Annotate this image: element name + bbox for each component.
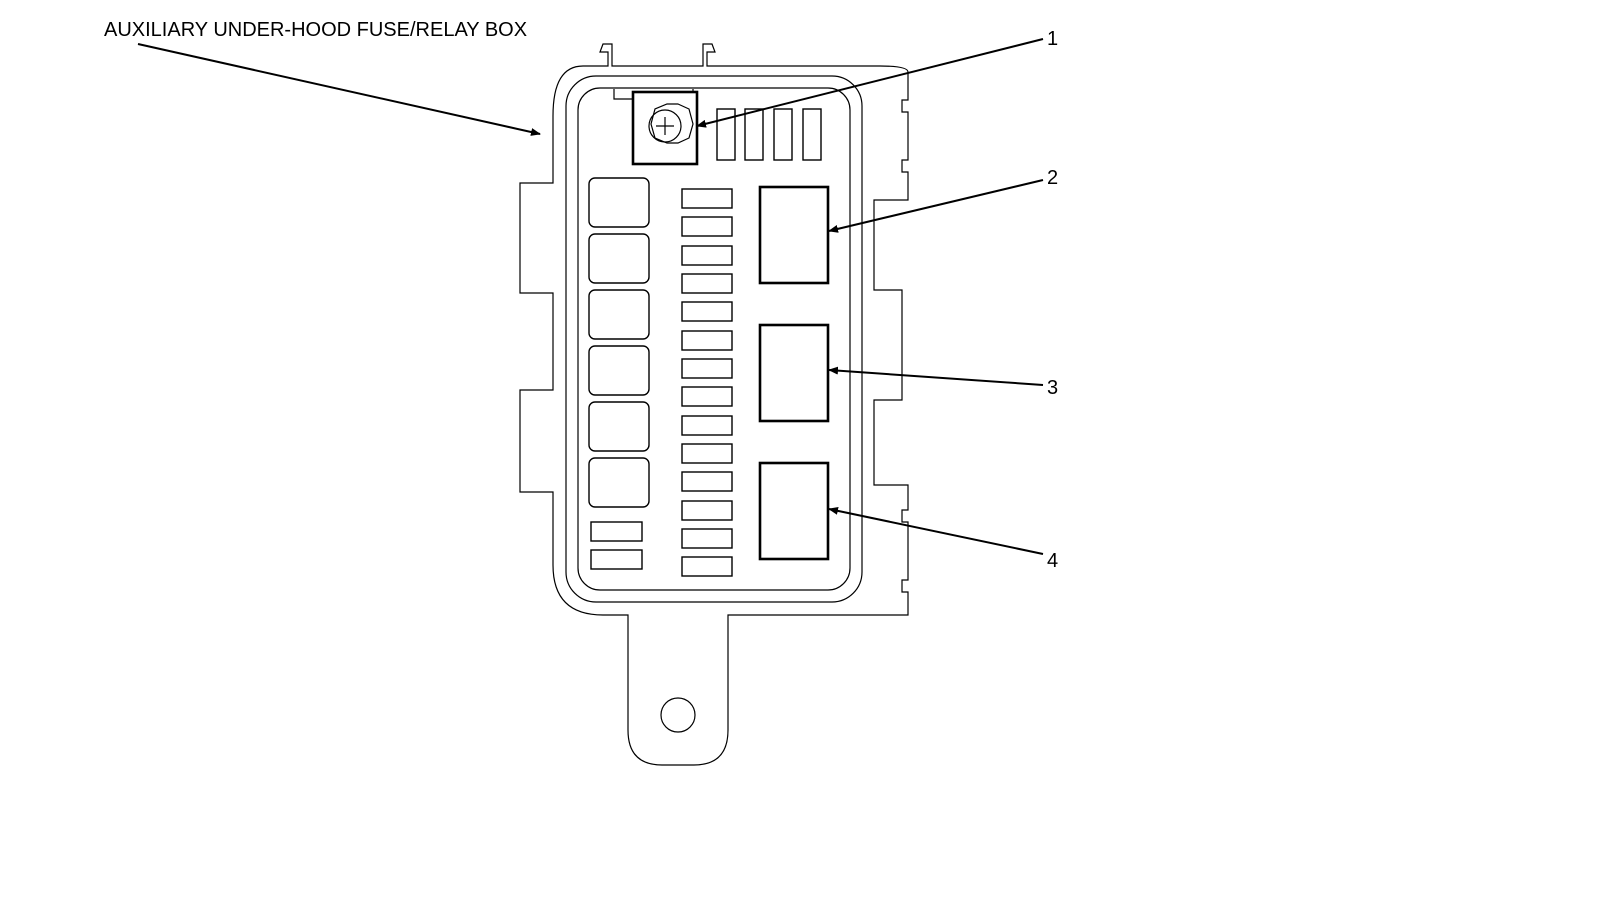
relay-4 — [758, 461, 830, 561]
mini-fuse-slot — [681, 273, 733, 294]
plus-icon — [656, 117, 674, 135]
large-fuse-slot — [588, 289, 650, 340]
mini-fuse-slot — [681, 216, 733, 237]
callout-1-leader — [696, 38, 1044, 128]
mounting-hole — [660, 697, 696, 733]
callout-3-leader — [828, 366, 1044, 386]
box-title-label: AUXILIARY UNDER-HOOD FUSE/RELAY BOX — [104, 19, 527, 41]
large-fuse-slot — [588, 233, 650, 284]
callout-2-leader — [828, 179, 1044, 233]
mini-fuse-slot — [681, 188, 733, 209]
small-fuse-slot — [590, 521, 643, 542]
mini-fuse-slot — [681, 386, 733, 407]
large-fuse-slot — [588, 177, 650, 228]
terminal-bolt-head — [648, 109, 682, 143]
mini-fuse-slot — [681, 358, 733, 379]
large-fuse-slot — [588, 457, 650, 508]
callout-2-label: 2 — [1047, 167, 1058, 189]
mini-fuse-slot — [681, 500, 733, 521]
top-mini-fuse — [716, 108, 736, 161]
mini-fuse-slot — [681, 471, 733, 492]
mini-fuse-slot — [681, 245, 733, 266]
terminal-bolt-nut — [650, 103, 694, 144]
relay-3 — [758, 323, 830, 423]
top-mini-fuse — [744, 108, 764, 161]
mini-fuse-slot — [681, 443, 733, 464]
mini-fuse-slot — [681, 330, 733, 351]
housing-rim — [565, 75, 863, 603]
small-fuse-slot — [590, 549, 643, 570]
housing-inner-rim — [577, 87, 851, 591]
large-fuse-slot — [588, 401, 650, 452]
callout-4-label: 4 — [1047, 550, 1058, 572]
large-fuse-slot — [588, 345, 650, 396]
relay-2 — [758, 185, 830, 285]
top-mini-fuse — [773, 108, 793, 161]
mini-fuse-slot — [681, 528, 733, 549]
callout-1-label: 1 — [1047, 28, 1058, 50]
callout-4-leader — [828, 506, 1044, 555]
housing-outer — [519, 43, 909, 766]
title-leader-line — [137, 43, 541, 136]
mini-fuse-slot — [681, 415, 733, 436]
mini-fuse-slot — [681, 301, 733, 322]
callout-3-label: 3 — [1047, 377, 1058, 399]
top-mini-fuse — [802, 108, 822, 161]
mini-fuse-slot — [681, 556, 733, 577]
